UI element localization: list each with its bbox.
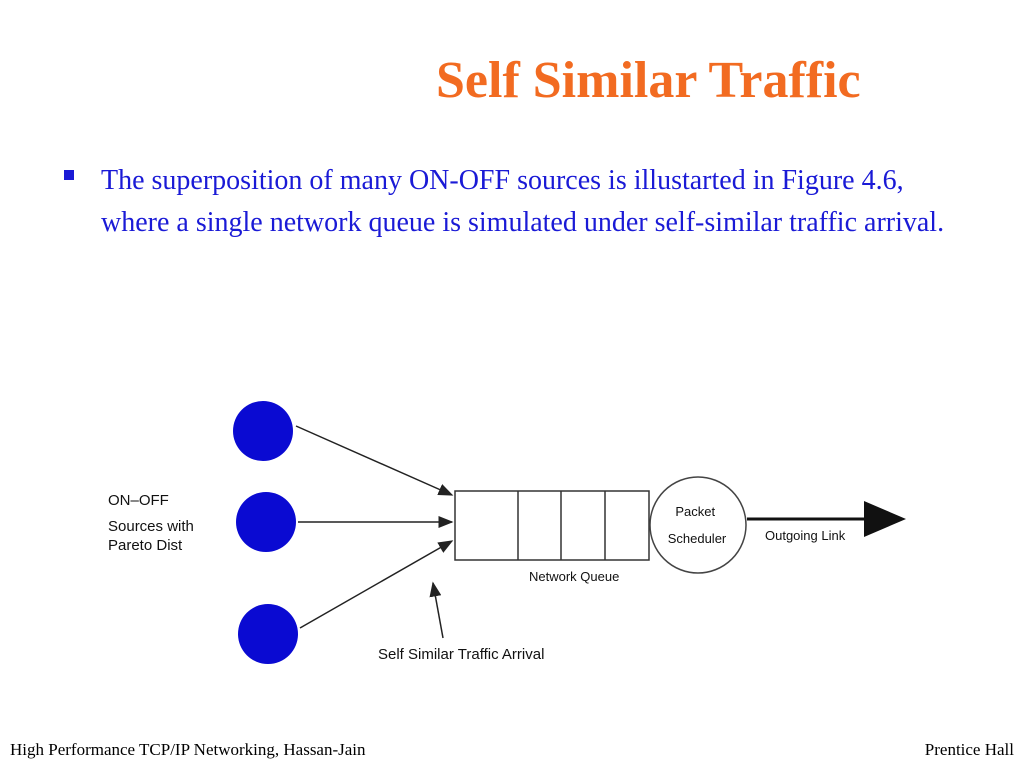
scheduler-label-line-2: Scheduler [668,531,727,546]
source-1-arrow [295,425,454,496]
sources-label-line-3: Pareto Dist [108,537,183,554]
on-off-source-1 [233,401,293,461]
outgoing-link-label: Outgoing Link [765,528,846,543]
sources-label: ON–OFF Sources with Pareto Dist [108,492,198,554]
packet-scheduler [649,476,747,574]
sources-label-line-1: ON–OFF [108,492,169,509]
queue-diagram: ON–OFF Sources with Pareto Dist Packet S… [100,398,920,670]
network-queue-label: Network Queue [529,569,619,584]
footer-book-title: High Performance TCP/IP Networking, Hass… [10,740,366,759]
arrival-pointer-arrow [429,581,444,639]
bullet-text: The superposition of many ON-OFF sources… [101,165,945,238]
square-bullet-icon [64,170,74,180]
slide-title: Self Similar Traffic [436,52,861,109]
sources-label-line-2: Sources with [108,518,194,535]
scheduler-label-line-1: Packet [675,504,715,519]
arrival-label: Self Similar Traffic Arrival [378,646,544,663]
footer-publisher: Prentice Hall [924,740,1014,759]
on-off-source-3 [238,604,298,664]
network-queue [454,490,650,561]
on-off-source-2 [236,492,296,552]
scheduler-label: Packet Scheduler [668,504,727,546]
source-3-arrow [299,540,454,629]
